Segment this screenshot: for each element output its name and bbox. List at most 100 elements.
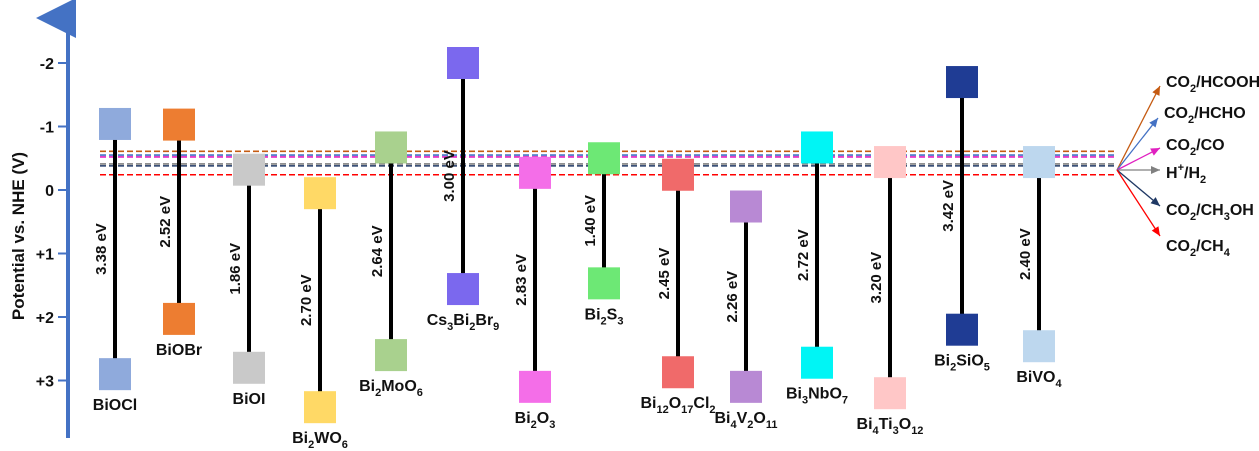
material-name-label-part: Bi xyxy=(640,395,656,412)
conduction-band-box xyxy=(662,158,694,191)
material-name-label-part: O xyxy=(753,410,765,427)
material-name-label-part: Bi xyxy=(786,386,802,403)
material-name-label-part: Bi xyxy=(453,312,469,329)
valence-band-box xyxy=(874,377,906,410)
band-gap-label: 3.20 eV xyxy=(868,252,885,304)
redox-couple-label: CO2/HCOOH xyxy=(1166,74,1259,95)
redox-couple-label: CO2/CH3OH xyxy=(1166,202,1254,223)
redox-couple-label-part: /CH xyxy=(1196,238,1224,255)
material-name-label-part: 5 xyxy=(984,362,990,374)
material-name-label-part: Bi xyxy=(714,410,730,427)
material-name-label-part: 6 xyxy=(417,387,423,399)
material-name-label-part: BiOI xyxy=(233,391,266,408)
material-name-label-part: S xyxy=(607,306,618,323)
valence-band-box xyxy=(588,267,620,300)
material-name-label: Bi2MoO6 xyxy=(359,378,423,399)
conduction-band-box xyxy=(519,156,551,189)
material-name-label-part: 3 xyxy=(447,321,453,333)
band-gap-label: 2.40 eV xyxy=(1017,228,1034,280)
material-name-label-part: Bi xyxy=(934,353,950,370)
material-name-label-part: Cl xyxy=(693,395,709,412)
material-name-label: BiOBr xyxy=(156,342,202,359)
material-name-label-part: Br xyxy=(475,312,493,329)
tick-label: +3 xyxy=(36,374,54,391)
valence-band-box xyxy=(730,370,762,403)
valence-band-box xyxy=(163,302,195,335)
couple-arrowhead xyxy=(1152,86,1160,96)
material-name-label-part: Bi xyxy=(857,416,873,433)
redox-couple-label-part: CO xyxy=(1166,137,1190,154)
redox-couple-label-part: /CO xyxy=(1196,137,1224,154)
redox-couple-label: CO2/HCHO xyxy=(1164,105,1246,126)
couple-arrowhead xyxy=(1151,226,1160,236)
material-name-label-part: 12 xyxy=(656,404,668,416)
valence-band-box xyxy=(519,370,551,403)
redox-couple-0: CO2/HCOOH xyxy=(1116,74,1259,171)
axis-title: Potential vs. NHE (V) xyxy=(9,152,28,320)
material-name-label: BiOI xyxy=(233,391,266,408)
redox-couple-label-part: CO xyxy=(1166,238,1190,255)
material-name-label-part: 2 xyxy=(709,404,715,416)
redox-couple-label-part: 2 xyxy=(1190,146,1196,158)
redox-couple-label-part: /HCOOH xyxy=(1196,74,1259,91)
material-name-label-part: Ti xyxy=(879,416,893,433)
tick-label: -2 xyxy=(40,56,54,73)
band-gap-label: 1.86 eV xyxy=(227,243,244,295)
material-name-label: Bi2O3 xyxy=(515,410,556,431)
band-gap-label: 3.42 eV xyxy=(940,180,957,232)
material-name-label: BiOCl xyxy=(93,397,137,414)
material-name-label-part: 2 xyxy=(531,419,537,431)
material-name-label-part: 12 xyxy=(911,425,923,437)
material-name-label-part: 2 xyxy=(308,439,314,451)
material-name-label-part: V xyxy=(737,410,748,427)
redox-couple-label-part: 2 xyxy=(1200,174,1206,186)
material-name-label-part: 9 xyxy=(493,321,499,333)
material-name-label-part: SiO xyxy=(956,353,984,370)
valence-band-box xyxy=(304,391,336,424)
redox-couple-4: CO2/CH3OH xyxy=(1116,169,1254,223)
tick-label: +2 xyxy=(36,310,54,327)
material-2: 1.86 eV BiOI xyxy=(227,153,266,408)
redox-couple-label: CO2/CO xyxy=(1166,137,1225,158)
material-name-label: Bi2S3 xyxy=(585,306,624,327)
valence-band-box xyxy=(1023,330,1055,363)
band-gap-label: 2.26 eV xyxy=(724,271,741,323)
couple-arrow-line xyxy=(1116,117,1159,171)
tick-label: -1 xyxy=(40,120,54,137)
material-name-label-part: Cs xyxy=(427,312,448,329)
material-name-label: Bi12O17Cl2 xyxy=(640,395,715,416)
couple-arrow-line xyxy=(1116,85,1161,171)
tick-label: +1 xyxy=(36,247,54,264)
redox-couple-3: H+/H2 xyxy=(1117,162,1206,186)
band-gap-label: 2.64 eV xyxy=(369,225,386,277)
material-name-label-part: Bi xyxy=(292,430,308,447)
material-name-label-part: BiOCl xyxy=(93,397,137,414)
valence-band-box xyxy=(375,339,407,372)
redox-couple-label-part: H xyxy=(1166,165,1178,182)
redox-couple-label-part: 3 xyxy=(1224,211,1230,223)
conduction-band-box xyxy=(801,131,833,164)
material-name-label-part: O xyxy=(669,395,681,412)
redox-couple-label-part: CO xyxy=(1166,74,1190,91)
material-name-label-part: 11 xyxy=(766,419,778,431)
conduction-band-box xyxy=(304,177,336,210)
redox-couple-label-part: 4 xyxy=(1224,247,1231,259)
conduction-band-box xyxy=(99,107,131,140)
redox-couple-label-part: 2 xyxy=(1190,83,1196,95)
conduction-band-box xyxy=(588,142,620,175)
material-name-label-part: 4 xyxy=(730,419,737,431)
redox-couple-label: H+/H2 xyxy=(1166,162,1206,186)
material-name-label-part: 2 xyxy=(469,321,475,333)
redox-couple-label-part: 2 xyxy=(1190,211,1196,223)
material-name-label: Bi2SiO5 xyxy=(934,353,990,374)
material-name-label-part: MoO xyxy=(381,378,417,395)
material-name-label-part: 3 xyxy=(802,395,808,407)
redox-couple-label-part: + xyxy=(1178,162,1184,174)
material-name-label-part: 6 xyxy=(342,439,348,451)
conduction-band-box xyxy=(375,131,407,164)
